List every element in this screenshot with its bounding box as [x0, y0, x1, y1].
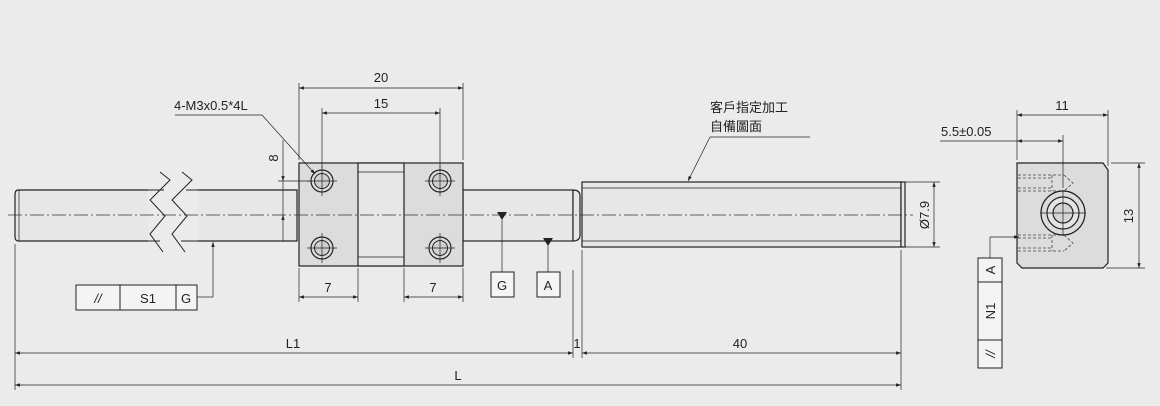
thread-note-label: 4-M3x0.5*4L: [174, 98, 248, 113]
dim-label-11: 11: [1055, 98, 1069, 113]
tolerance-datum-a: A: [983, 265, 998, 274]
parallelism-icon: //: [983, 349, 998, 359]
dim-L1: L1: [14, 244, 574, 390]
thread-callout: 4-M3x0.5*4L: [174, 98, 316, 175]
tolerance-frame-n1: A N1 //: [977, 235, 1019, 369]
side-view: 11 5.5±0.05 13 A N1 //: [940, 98, 1145, 369]
dim-label-7-right: 7: [429, 280, 436, 295]
dim-gap: 1: [573, 250, 583, 358]
dim-label-L1: L1: [286, 336, 300, 351]
dim-hole-pitch: 15: [321, 96, 441, 168]
dim-flange-right: 7: [403, 268, 464, 302]
front-view: 20 15 8 4-M3x0.5*4L 7: [8, 70, 940, 390]
hidden-thread-hole: [1018, 234, 1074, 252]
dim-side-width: 11: [1016, 98, 1109, 166]
hidden-thread-hole: [1018, 174, 1074, 192]
dim-shaft-diameter: Ø7.9: [905, 181, 940, 248]
dim-label-gap: 1: [573, 336, 580, 351]
dim-hole-edge: 8: [266, 140, 310, 241]
tolerance-grade-n1: N1: [983, 303, 998, 320]
dim-shaft-length: 40: [582, 250, 902, 390]
slide-block: [298, 162, 464, 267]
datum-g-label: G: [497, 278, 507, 293]
dim-side-height: 13: [1106, 162, 1145, 269]
note-line-1: 客戶指定加工: [710, 100, 788, 115]
dim-label-5-5: 5.5±0.05: [941, 124, 992, 139]
dim-block-width: 20: [298, 70, 464, 160]
rail-left: [14, 168, 298, 260]
dim-label-15: 15: [374, 96, 388, 111]
datum-g: G: [490, 212, 515, 298]
dim-label-20: 20: [374, 70, 388, 85]
datum-a: A: [536, 238, 561, 298]
tolerance-grade-s1: S1: [140, 291, 156, 306]
shaft-section: [1040, 190, 1086, 236]
dim-label-13: 13: [1121, 209, 1136, 223]
dim-L: L: [15, 368, 901, 387]
dim-flange-left: 7: [298, 268, 359, 302]
tolerance-datum-g: G: [181, 291, 191, 306]
note-line-2: 自備圖面: [710, 119, 762, 134]
dim-label-40: 40: [733, 336, 747, 351]
machining-note: 客戶指定加工 自備圖面: [687, 100, 810, 182]
dim-side-offset: 5.5±0.05: [940, 124, 1064, 188]
dim-label-8: 8: [266, 154, 281, 161]
dim-label-L: L: [454, 368, 461, 383]
rail-right: [462, 181, 906, 248]
break-mark-right: [171, 171, 193, 253]
dim-label-7-left: 7: [324, 280, 331, 295]
parallelism-icon: //: [93, 291, 103, 306]
break-mark-left: [149, 171, 171, 253]
dim-label-diameter: Ø7.9: [917, 201, 932, 229]
tolerance-frame-s1: // S1 G: [75, 242, 215, 311]
datum-a-label: A: [544, 278, 553, 293]
